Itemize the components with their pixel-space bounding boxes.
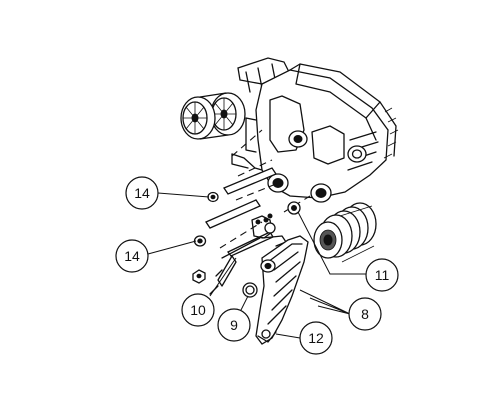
pulley-pair-upper: [180, 92, 246, 140]
callout-9: 9: [217, 308, 251, 342]
svg-text:8: 8: [361, 306, 369, 322]
callout-12: 12: [299, 321, 333, 355]
washers: [192, 191, 301, 298]
pulley-stack-lower: [313, 202, 377, 263]
svg-text:12: 12: [308, 330, 324, 346]
main-housing: [231, 57, 399, 203]
svg-text:9: 9: [230, 317, 238, 333]
callout-8: 8: [348, 297, 382, 331]
lever-arm: [209, 235, 309, 345]
svg-text:14: 14: [124, 248, 140, 264]
shafts: [205, 167, 277, 259]
callout-10: 10: [181, 293, 215, 327]
svg-text:14: 14: [134, 185, 150, 201]
callout-14-upper: 14: [125, 176, 159, 210]
callout-14-lower: 14: [115, 239, 149, 273]
svg-text:11: 11: [375, 267, 390, 283]
callout-11: 11: [365, 258, 399, 292]
leader-lines: [147, 192, 366, 339]
svg-text:10: 10: [190, 302, 206, 318]
